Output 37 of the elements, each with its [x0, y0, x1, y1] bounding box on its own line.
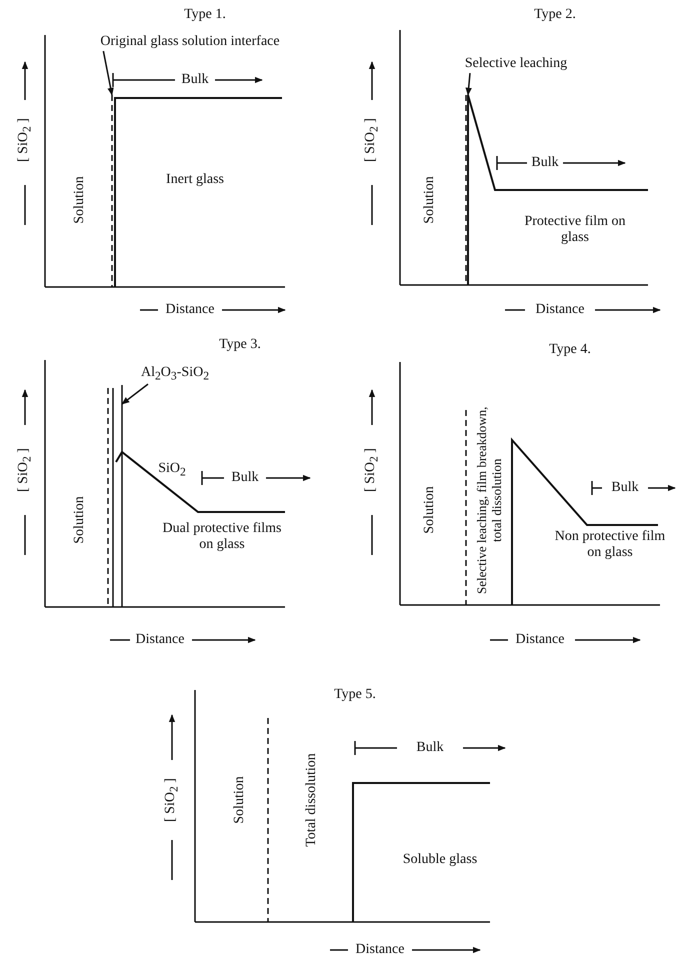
- range-label: Bulk: [531, 154, 559, 172]
- axis-label: Distance: [356, 942, 404, 958]
- range-label: Bulk: [611, 480, 639, 496]
- concentration-curve: [467, 94, 648, 285]
- interface-line: [111, 95, 113, 287]
- leader-line: [121, 384, 148, 405]
- region-label: Solution: [422, 176, 438, 224]
- leader-line: [465, 72, 472, 96]
- region-label: Selective leaching, film breakdown, total dissolution: [475, 405, 505, 596]
- region-label: Inert glass: [166, 172, 224, 188]
- callout-label: Selective leaching: [464, 56, 568, 72]
- region-label: Total dissolution: [304, 753, 320, 847]
- region-label: Soluble glass: [402, 852, 478, 868]
- film-line: [121, 385, 123, 607]
- panel-title: Type 3.: [219, 336, 261, 354]
- leader-line: [102, 50, 114, 96]
- panel-title: Type 1.: [184, 6, 226, 24]
- region-label: Solution: [232, 776, 248, 824]
- region-label: Solution: [72, 496, 88, 544]
- range-label: Bulk: [231, 470, 259, 486]
- axis-label: Distance: [536, 302, 584, 318]
- region-label: Protective film on glass: [523, 214, 627, 246]
- region-label: Non protective film on glass: [554, 528, 666, 562]
- panel-title: Type 4.: [549, 342, 591, 358]
- region-label: Dual protective films on glass: [162, 520, 282, 554]
- axis-label: Distance: [136, 632, 184, 648]
- axis-label: Distance: [516, 632, 564, 648]
- axis-label: Distance: [166, 302, 214, 318]
- callout-label: Al$_{2}$O$_{3}$-SiO$_{2}$: [140, 364, 210, 384]
- panel-title: Type 2.: [534, 6, 576, 24]
- region-label: SiO$_{2}$: [158, 460, 186, 480]
- callout-label: Original glass solution interface: [100, 34, 280, 50]
- region-label: Solution: [422, 486, 438, 534]
- region-label: Solution: [72, 176, 88, 224]
- range-label: Bulk: [181, 72, 209, 88]
- range-label: Bulk: [416, 740, 444, 756]
- panel-title: Type 5.: [334, 686, 376, 704]
